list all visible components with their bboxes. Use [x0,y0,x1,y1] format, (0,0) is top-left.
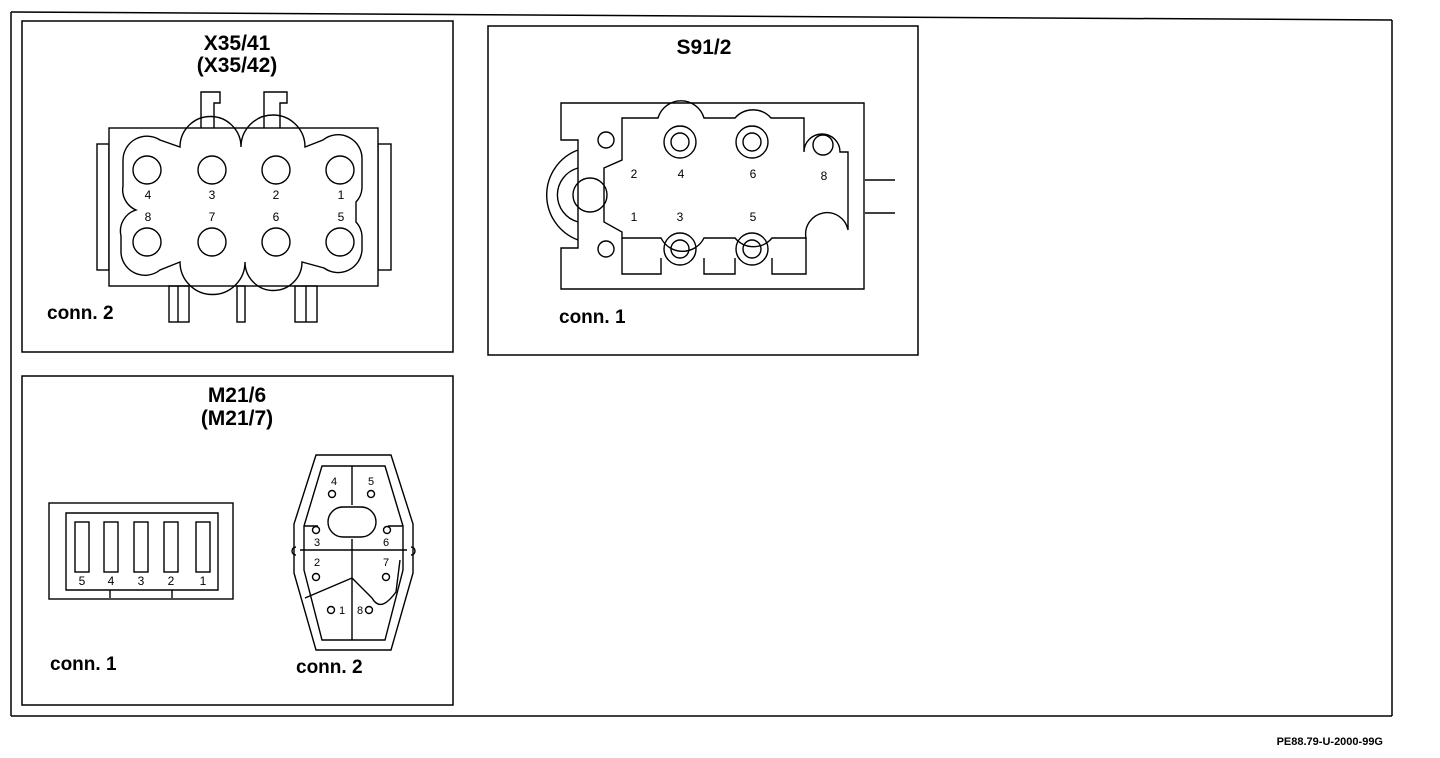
panel-m21: M21/6 (M21/7) 5 4 3 2 1 conn. 1 [21,375,454,706]
panel-x35-subtitle: (X35/42) [197,54,278,77]
panel-m21-conn1-label: conn. 1 [50,654,117,675]
m21-conn2-pin-labels: 4 5 3 6 2 7 1 8 [314,476,389,617]
m21-conn1-pin-label: 3 [138,574,145,588]
m21-conn1-pin-label: 4 [108,574,115,588]
x35-pin-label: 4 [145,188,152,202]
panel-m21-conn2-label: conn. 2 [296,657,363,678]
m21-conn2-pin-label: 8 [357,605,363,617]
s91-pin-label: 4 [678,167,685,181]
panel-m21-title: M21/6 [208,384,266,407]
m21-conn1-pin-label: 1 [200,574,207,588]
panel-s91-conn-label: conn. 1 [559,307,626,328]
s91-pin-label: 8 [821,169,828,183]
s91-pin-label: 3 [677,210,684,224]
x35-pin-label: 2 [273,188,280,202]
panel-m21-border [21,375,454,706]
m21-conn2-pin-label: 3 [314,537,320,549]
m21-conn2-pin-label: 1 [339,605,345,617]
s91-pin-label: 6 [750,167,757,181]
panel-s91-border [487,25,919,356]
x35-pin-label: 7 [209,210,216,224]
panel-s91: S91/2 [487,25,919,356]
x35-pin-label: 1 [338,188,345,202]
document-id: PE88.79-U-2000-99G [1277,736,1383,748]
m21-conn1-pin-labels: 5 4 3 2 1 [79,574,207,588]
connector-m21-conn1 [48,502,234,600]
m21-conn1-pin-label: 5 [79,574,86,588]
connector-x35 [96,91,392,323]
s91-pin-labels: 1 2 3 4 5 6 8 [631,167,828,224]
panel-x35-border [21,20,454,353]
panel-s91-title: S91/2 [677,36,732,59]
panel-x35-title: X35/41 [204,32,271,55]
panel-x35-conn-label: conn. 2 [47,303,114,324]
panel-x35: X35/41 (X35/42) [21,20,454,353]
m21-conn2-pin-label: 4 [331,476,337,488]
connector-m21-conn2 [291,454,416,651]
m21-conn2-pin-label: 5 [368,476,374,488]
panel-m21-subtitle: (M21/7) [201,407,273,430]
s91-pin-label: 2 [631,167,638,181]
connector-s91 [546,100,895,290]
x35-pin-label: 6 [273,210,280,224]
s91-pin-label: 5 [750,210,757,224]
x35-pin-labels: 4 3 2 1 8 7 6 5 [145,188,345,224]
m21-conn2-pin-label: 6 [383,537,389,549]
m21-conn2-pin-label: 7 [383,557,389,569]
s91-pin-label: 1 [631,210,638,224]
m21-conn1-pin-label: 2 [168,574,175,588]
x35-pin-label: 3 [209,188,216,202]
x35-pin-label: 5 [338,210,345,224]
x35-pin-label: 8 [145,210,152,224]
outer-frame [10,11,1393,717]
m21-conn2-pin-label: 2 [314,557,320,569]
